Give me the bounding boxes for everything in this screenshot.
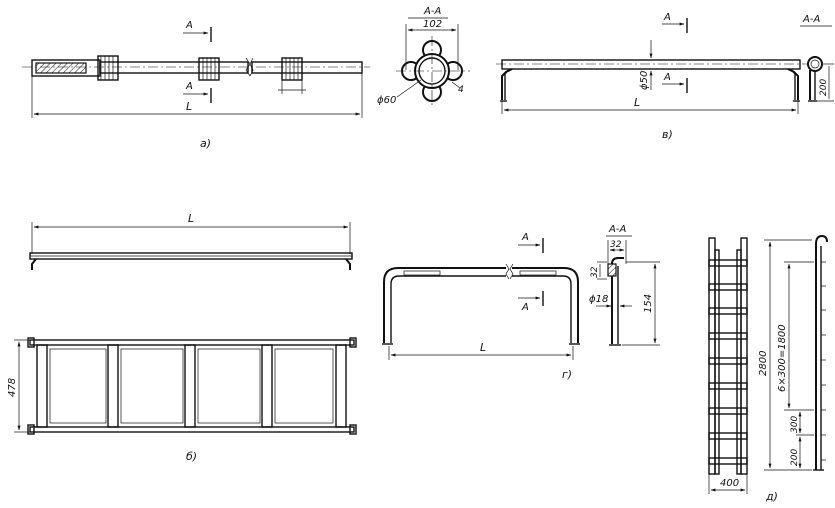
figure-v-diameter: ϕ50 — [639, 71, 650, 90]
figure-g-width-dim: 32 — [610, 240, 622, 250]
figure-v-length-label: L — [634, 96, 640, 109]
figure-d-height-total: 2800 — [758, 351, 769, 376]
figure-g-elevation: А А L — [382, 232, 580, 360]
figure-g-section-marker-bottom: А — [521, 302, 529, 313]
figure-g-section-view: А-А 32 32 ϕ18 154 — [589, 224, 660, 346]
figure-d-caption: д) — [765, 490, 778, 503]
figure-a-caption: а) — [200, 137, 211, 150]
figure-a-width-dim: 102 — [423, 19, 442, 30]
figure-b-width-dim: 478 — [7, 378, 18, 397]
figure-v-height-dim: 200 — [819, 79, 829, 96]
figure-v-elevation: ϕ50 А А L — [496, 12, 808, 114]
figure-a: А А L а) А-А 102 — [22, 6, 470, 150]
figure-g-diameter: ϕ18 — [589, 294, 608, 305]
figure-b: L — [7, 212, 357, 463]
figure-b-plan: 478 — [7, 337, 357, 435]
figure-v-section-marker-top: А — [663, 12, 671, 23]
figure-g-height-dim: 154 — [643, 294, 654, 313]
figure-b-elevation: L — [29, 212, 353, 270]
figure-v-section-view: А-А 200 — [800, 14, 834, 102]
figure-g-height-small: 32 — [590, 266, 600, 278]
figure-d-width-dim: 400 — [720, 478, 739, 489]
figure-d-bottom-dim: 200 — [790, 449, 800, 466]
figure-a-section-marker-top: А — [185, 20, 193, 31]
figure-d-step-dim: 300 — [790, 416, 800, 433]
figure-a-elevation: А А L — [22, 20, 370, 118]
figure-g-section-marker-top: А — [521, 232, 529, 243]
figure-a-diameter: ϕ60 — [377, 95, 396, 106]
figure-a-wall: 4 — [458, 85, 464, 95]
figure-d: 400 д) 2800 6×300=1 — [708, 234, 828, 503]
figure-b-caption: б) — [186, 450, 197, 463]
figure-v-caption: в) — [662, 128, 673, 141]
figure-d-front: 400 — [708, 237, 748, 494]
figure-b-length-label: L — [188, 212, 194, 225]
figure-a-section-view: А-А 102 ϕ60 4 — [377, 6, 470, 106]
figure-g-length-label: L — [480, 341, 486, 354]
figure-d-steps-dim: 6×300=1800 — [777, 324, 788, 392]
figure-g-section-title: А-А — [608, 224, 626, 235]
figure-a-length-label: L — [186, 100, 192, 113]
figure-a-section-marker-bottom: А — [185, 81, 193, 92]
figure-v-section-title: А-А — [802, 14, 820, 25]
figure-v-section-marker-bottom: А — [663, 72, 671, 83]
figure-g: А А L г) А-А 32 — [382, 224, 660, 381]
figure-g-caption: г) — [562, 368, 572, 381]
figure-v: ϕ50 А А L в) А-А 200 — [496, 12, 834, 141]
figure-d-side: 2800 6×300=1800 300 200 — [758, 234, 828, 471]
figure-a-section-title: А-А — [423, 6, 441, 17]
